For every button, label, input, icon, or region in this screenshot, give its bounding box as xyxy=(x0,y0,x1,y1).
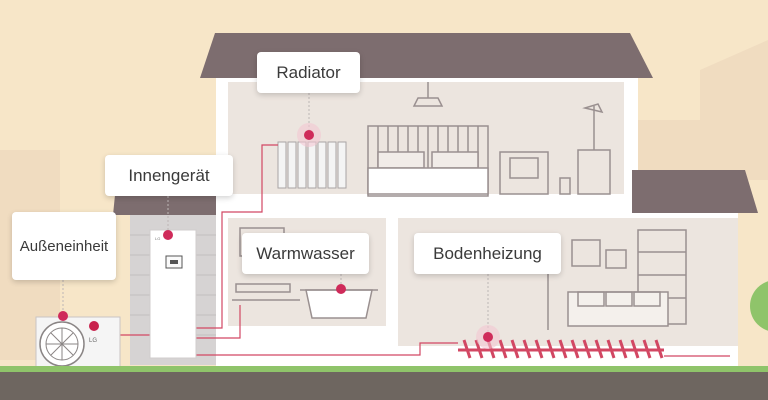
hot-water-label: Warmwasser xyxy=(242,233,369,274)
grass-strip xyxy=(0,366,768,372)
annex-roof xyxy=(113,195,225,215)
floor-heating-hotspot[interactable] xyxy=(483,332,493,342)
bedroom-furniture xyxy=(367,82,611,197)
floor-heating-coil xyxy=(458,339,664,359)
indoor-unit-hotspot[interactable] xyxy=(163,230,173,240)
radiator-label: Radiator xyxy=(257,52,360,93)
outdoor-unit-hotspot[interactable] xyxy=(58,311,68,321)
hot-water-hotspot[interactable] xyxy=(336,284,346,294)
outdoor-unit-label: Außeneinheit xyxy=(12,212,116,280)
livingroom-furniture xyxy=(538,229,687,330)
ground xyxy=(0,372,768,400)
radiator-hotspot[interactable] xyxy=(304,130,314,140)
hotspot-markers xyxy=(58,123,500,349)
callout-pointers xyxy=(62,93,489,336)
piping xyxy=(120,144,730,357)
indoor-unit xyxy=(149,229,197,359)
right-roof xyxy=(632,170,758,213)
bathroom-furniture xyxy=(232,227,378,319)
indoor-unit-label: Innengerät xyxy=(105,155,233,196)
radiator-unit xyxy=(277,141,347,189)
indoor-unit-brand: LG xyxy=(155,236,160,241)
floor-heating-label: Bodenheizung xyxy=(414,233,561,274)
outdoor-unit-brand: LG xyxy=(89,338,97,344)
tree xyxy=(750,281,768,331)
outdoor-unit: LG xyxy=(35,316,121,372)
